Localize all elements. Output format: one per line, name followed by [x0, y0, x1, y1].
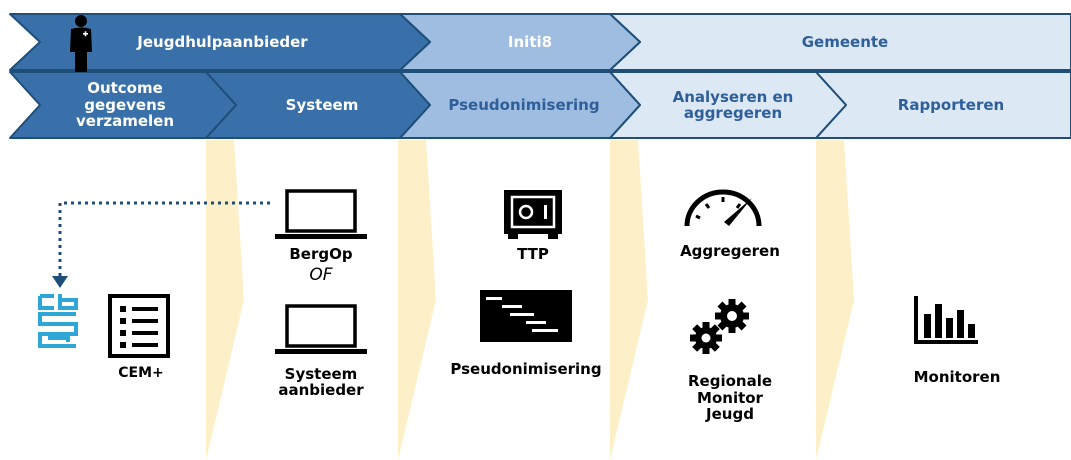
- label-ttp: TTP: [517, 244, 549, 263]
- stage-separators: [206, 140, 854, 460]
- label-monitoren: Monitoren: [913, 367, 1001, 386]
- label-regionale-monitor: Regionale Monitor Jeugd: [687, 372, 773, 424]
- top-label-jeugdhulp: Jeugdhulpaanbieder: [137, 32, 308, 51]
- step-label-rapporteren: Rapporteren: [897, 95, 1005, 114]
- label-bergop: BergOp: [289, 244, 353, 263]
- laptop-icon: [275, 304, 367, 354]
- person-icon: [70, 15, 92, 72]
- connector-arrowhead: [52, 276, 68, 288]
- top-label-gemeente: Gemeente: [801, 32, 889, 51]
- label-of: OF: [309, 264, 333, 285]
- bar-chart-icon: [914, 296, 978, 344]
- laptop-icon: [275, 189, 367, 239]
- label-cem: CEM+: [118, 365, 164, 382]
- step-label-analyseren: Analyseren en aggregeren: [672, 87, 794, 122]
- step-label-systeem: Systeem: [285, 95, 359, 114]
- step-label-pseudo: Pseudonimisering: [448, 95, 600, 114]
- jeugdhulp-arrow: [9, 13, 431, 71]
- label-systeem-aanbieder: Systeem aanbieder: [278, 364, 364, 399]
- safe-icon: [504, 190, 562, 239]
- gears-icon: [690, 299, 749, 354]
- dotted-connector: [58, 201, 270, 282]
- checklist-icon: [108, 294, 170, 358]
- label-aggregeren: Aggregeren: [680, 241, 780, 260]
- step-label-outcome: Outcome gegevens verzamelen: [76, 79, 174, 131]
- label-pseudonimisering: Pseudonimisering: [450, 359, 602, 378]
- top-label-initi8: Initi8: [507, 32, 553, 51]
- terminal-icon: [480, 290, 572, 342]
- gauge-icon: [684, 189, 762, 227]
- step-row: [9, 71, 1071, 139]
- cbs-logo-icon: [38, 294, 78, 348]
- top-row: [9, 13, 1071, 71]
- outcome-arrow: [9, 71, 237, 139]
